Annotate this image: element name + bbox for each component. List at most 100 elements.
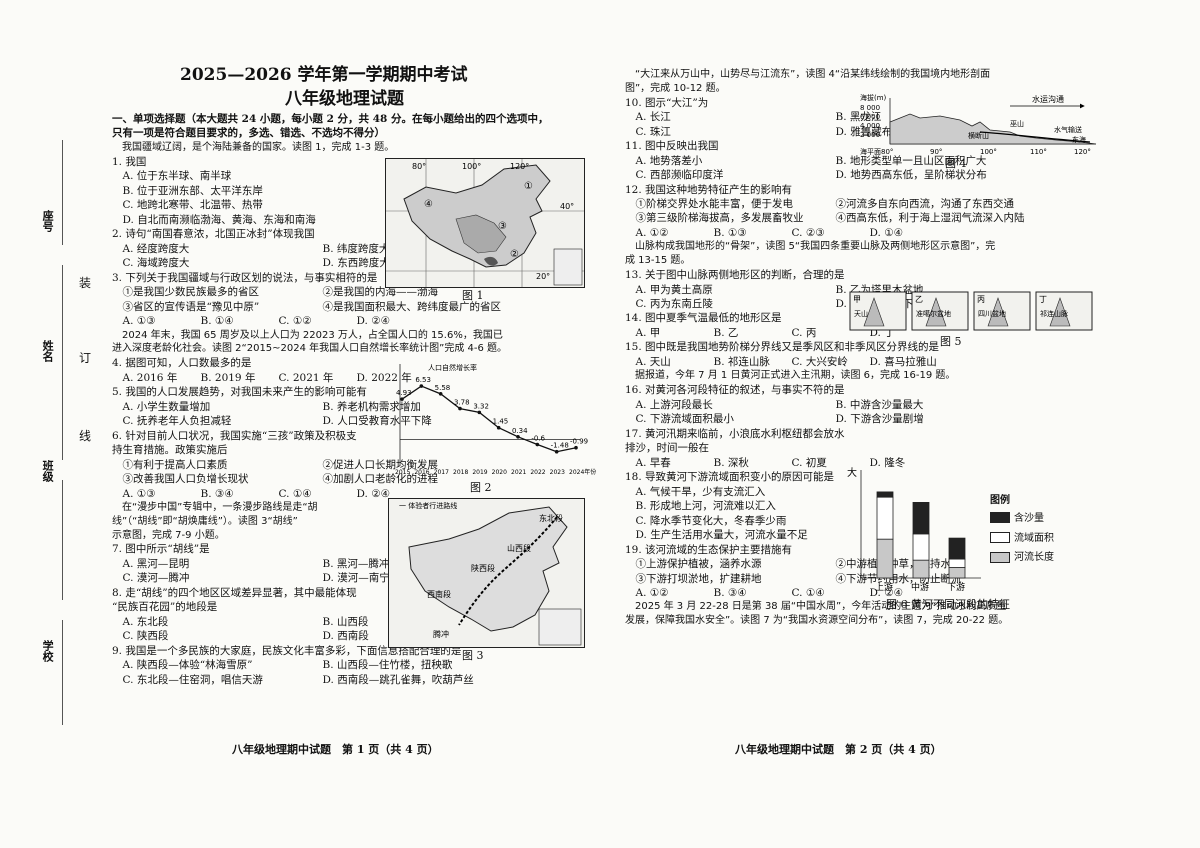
chart2-data-label: 1.45	[493, 418, 509, 426]
hu-line-map-svg: 一 体验者行进路线 东北段 山西段 陕西段 西南段 腾冲	[399, 501, 582, 646]
lon-label-120: 120°	[510, 162, 529, 171]
fig6-bar-segment	[912, 502, 930, 535]
option: B. ①③	[713, 226, 747, 239]
figure-6-chart: 大 上游中游下游	[845, 462, 985, 593]
option: C. 下游流域面积最小	[635, 413, 734, 426]
fig5-mountain-shape	[987, 297, 1009, 327]
question-line: 13. 关于图中山脉两侧地形区的判断，合理的是	[625, 269, 845, 282]
question-line: 14. 图中夏季气温最低的地形区是	[625, 312, 782, 325]
option: ①阶梯交界处水能丰富，便于发电	[635, 197, 794, 210]
margin-label-name: 姓名	[41, 340, 55, 362]
question-line: 17. 黄河汛期来临前，小浪底水利枢纽都会放水	[625, 427, 845, 440]
china-map-svg: 80° 100° 120° 40° 20° ④ ① ③ ②	[386, 159, 584, 287]
option: A. 陕西段—体验“林海雪原”	[122, 659, 253, 672]
question-line: 3. 下列关于我国疆域与行政区划的说法，与事实相符的是	[112, 271, 378, 284]
option: C. 丙为东南丘陵	[635, 298, 713, 310]
option: B. 山西段—住竹楼，扭秧歌	[322, 659, 453, 672]
question-line: B. 形成地上河，河流难以汇入	[625, 500, 776, 513]
option: ④西高东低，利于海上湿润气流深入内陆	[835, 212, 1025, 225]
fig4-ytick-4000: 4 000	[860, 122, 880, 130]
option: D. 西南段	[322, 630, 369, 643]
fig3-label-shaanxi: 陕西段	[471, 563, 495, 573]
option: C. 丙	[791, 326, 817, 339]
legend-swatch-basin	[990, 532, 1010, 544]
option: A. 上游河段最长	[635, 398, 713, 411]
question-line: 2. 诗句“南国春意浓，北国正冰封”体现我国	[112, 228, 315, 241]
fig4-ylabel: 海拔(m)	[860, 93, 887, 102]
chart2-x-tick: 2015	[395, 469, 410, 476]
option: B. 中游含沙量最大	[835, 398, 924, 411]
fig3-inset	[538, 608, 582, 646]
question-line: 6. 针对目前人口状况，我国实施“三孩”政策及积极支	[112, 429, 357, 442]
question-line: 只有一项是符合题目要求的，多选、错选、不选均不得分）	[112, 127, 385, 140]
question-line: 9. 我国是一个多民族的大家庭，民族文化丰富多彩，下面信息搭配合理的是	[112, 644, 462, 657]
option: A. 东北段	[122, 615, 169, 628]
intro-text: 我国疆域辽阔，是个海陆兼备的国家。读图 1，完成 1-3 题。	[112, 141, 395, 153]
fig6-bar-segment	[876, 491, 894, 498]
option: B. 山西段	[322, 615, 369, 628]
fig6-bar-segment	[948, 567, 966, 579]
option: A. 长江	[635, 111, 671, 124]
fig5-mountain-shape	[863, 297, 885, 327]
fig4-xtick-90: 90°	[930, 148, 942, 156]
option: A. 小学生数量增加	[122, 400, 211, 413]
option: ③改善我国人口负增长现状	[122, 473, 249, 486]
option: A. 经度跨度大	[122, 242, 190, 255]
fig4-ytick-2000: 2 000	[860, 131, 880, 139]
question-line: “民族百花园”的地段是	[112, 601, 218, 614]
legend-swatch-length	[990, 551, 1010, 563]
option: A. 天山	[635, 355, 671, 368]
fig4-river	[979, 131, 1091, 143]
chart2-data-label: 3.78	[454, 399, 470, 407]
question-line: D. 自北而南濒临渤海、黄海、东海和南海	[112, 213, 316, 226]
lat-label-40: 40°	[560, 202, 574, 211]
fig5-mountain-name: 准噶尔盆地	[916, 309, 951, 318]
option: C. ①②	[278, 315, 312, 328]
fig4-xtick-120: 120°	[1074, 148, 1091, 156]
option: C. 大兴安岭	[791, 355, 848, 368]
option: A. ①②	[635, 587, 669, 599]
fig4-label-shipping: 水运沟通	[1032, 94, 1064, 104]
fig4-ytick-8000: 8 000	[860, 104, 880, 112]
chart2-data-label: -1.48	[551, 442, 569, 450]
intro-text: 2024 年末，我国 65 周岁及以上人口为 22023 万人，占全国人口的 1…	[112, 329, 503, 341]
binding-line-mid2	[62, 480, 63, 600]
question-line: 持生育措施。政策实施后	[112, 444, 228, 457]
figure-1-caption: 图 1	[462, 289, 484, 302]
binding-word-ding: 订	[79, 351, 92, 365]
fig6-legend-item-basin: 流域面积	[990, 532, 1090, 546]
hu-line-route	[458, 516, 558, 626]
option: ①有利于提高人口素质	[122, 458, 228, 471]
map-mark-4: ④	[424, 199, 433, 210]
fig6-category-label: 上游	[875, 581, 893, 593]
map-mark-3: ③	[498, 221, 507, 232]
fig3-label-southwest: 西南段	[427, 589, 451, 599]
chart2-x-tick: 2020	[492, 469, 507, 476]
south-china-sea-inset	[553, 248, 583, 286]
yellow-river-bars-svg: 大 上游中游下游	[847, 466, 981, 593]
option: C. 海域跨度大	[122, 257, 190, 270]
option: A. ①③	[122, 487, 156, 500]
question-line: 19. 该河流域的生态保护主要措施有	[625, 543, 793, 556]
option: C. ①④	[278, 487, 312, 500]
map-mark-1: ①	[524, 181, 533, 192]
option: D. 喜马拉雅山	[869, 355, 937, 368]
chart2-point	[554, 449, 559, 454]
chart2-data-label: 3.32	[473, 402, 489, 410]
option: D. 西南段—跳孔雀舞，吹葫芦丝	[322, 673, 474, 686]
intro-text: 发展，保障我国水安全”。读图 7 为“我国水资源空间分布”，读图 7，完成 20…	[625, 615, 1009, 627]
chart2-x-tick: 2018	[453, 469, 468, 476]
figure-4-caption: 图 4	[945, 157, 967, 170]
chart2-x-tick: 2023	[550, 469, 565, 476]
